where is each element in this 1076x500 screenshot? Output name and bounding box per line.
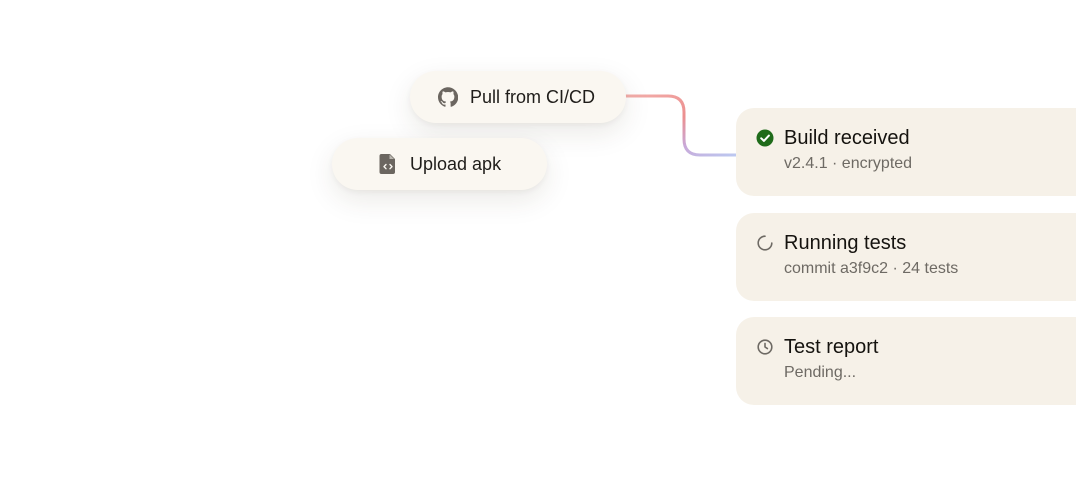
step-subtitle: Pending... [784, 364, 857, 381]
pull-from-ci-label: Pull from CI/CD [470, 86, 596, 107]
pipeline-step-tests: Running tests commit a3f9c2 · 24 tests [736, 213, 1076, 301]
pipeline-step-report: Test report Pending... [736, 317, 1076, 405]
upload-apk-button[interactable]: Upload apk [332, 138, 547, 190]
pipeline-connector [618, 94, 738, 157]
step-title: Build received [784, 127, 910, 149]
clock-icon [756, 338, 774, 356]
step-subtitle: commit a3f9c2 · 24 tests [784, 260, 959, 277]
pull-from-ci-button[interactable]: Pull from CI/CD [410, 71, 626, 123]
upload-apk-label: Upload apk [410, 153, 502, 174]
check-circle-icon [756, 129, 774, 147]
github-icon [438, 87, 458, 107]
step-title: Running tests [784, 232, 907, 254]
step-title: Test report [784, 336, 879, 358]
pipeline-step-build: Build received v2.4.1 · encrypted [736, 108, 1076, 196]
file-code-icon [378, 154, 398, 174]
spinner-icon [756, 234, 774, 252]
step-subtitle: v2.4.1 · encrypted [784, 155, 913, 172]
